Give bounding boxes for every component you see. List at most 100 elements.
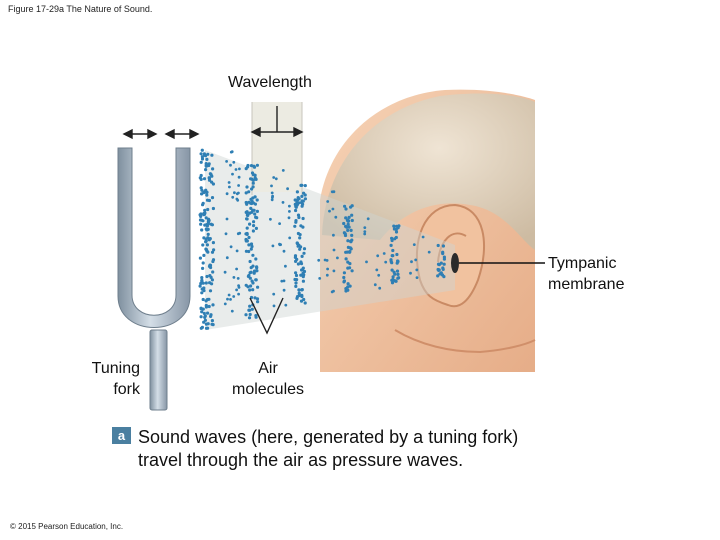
- air-molecule-dot: [438, 272, 442, 276]
- air-molecule-dot: [294, 205, 298, 209]
- air-molecule-dot: [395, 269, 400, 273]
- air-molecule-dot: [237, 191, 240, 195]
- air-molecule-dot: [287, 216, 291, 220]
- air-molecule-dot: [211, 206, 215, 211]
- tympanic-label-line-2: membrane: [548, 276, 625, 293]
- air-molecule-dot: [247, 190, 251, 194]
- air-molecule-dot: [211, 167, 215, 171]
- air-molecule-dot: [209, 314, 213, 318]
- fork-label-line-2: fork: [113, 381, 140, 398]
- air-molecule-dot: [332, 233, 335, 237]
- air-molecule-dot: [248, 288, 252, 292]
- air-molecule-dot: [301, 271, 305, 275]
- air-molecule-dot: [248, 259, 252, 264]
- air-molecule-dot: [203, 190, 207, 194]
- air-molecule-dot: [348, 266, 352, 270]
- air-molecule-dot: [295, 241, 299, 245]
- air-molecule-dot: [246, 285, 250, 289]
- air-molecule-dot: [244, 210, 248, 214]
- air-molecule-dot: [253, 296, 257, 300]
- air-molecule-dot: [237, 286, 241, 289]
- air-molecule-dot: [392, 224, 396, 228]
- air-molecule-dot: [344, 257, 348, 261]
- air-molecule-dot: [250, 244, 254, 249]
- air-molecule-dot: [199, 307, 203, 311]
- air-molecule-dot: [441, 267, 445, 271]
- air-molecule-dot: [296, 202, 300, 206]
- air-molecule-dot: [200, 155, 204, 159]
- air-molecule-dot: [248, 222, 252, 226]
- air-molecule-dot: [204, 240, 208, 244]
- air-molecule-dot: [334, 215, 338, 219]
- air-molecule-dot: [366, 217, 370, 221]
- air-molecule-dot: [384, 260, 388, 264]
- air-molecule-dot: [206, 217, 211, 221]
- air-molecule-dot: [204, 326, 209, 330]
- air-molecule-dot: [199, 315, 203, 319]
- air-molecule-dot: [294, 271, 298, 275]
- air-molecule-dot: [248, 211, 252, 215]
- air-molecule-dot: [442, 275, 446, 279]
- air-molecule-dot: [282, 249, 286, 253]
- air-molecule-dot: [297, 291, 301, 295]
- air-molecule-dot: [272, 304, 276, 308]
- air-molecule-dot: [298, 247, 302, 251]
- air-molecule-dot: [235, 249, 239, 253]
- air-molecule-dot: [442, 257, 446, 261]
- air-molecule-dot: [272, 176, 276, 179]
- air-molecule-dot: [328, 209, 331, 213]
- air-molecule-dot: [302, 251, 306, 255]
- air-molecule-dot: [209, 275, 213, 279]
- air-molecule-dot: [375, 268, 379, 272]
- air-molecule-dot: [255, 265, 259, 269]
- air-molecule-dot: [390, 281, 395, 285]
- air-molecule-dot: [245, 226, 249, 230]
- air-molecule-dot: [206, 232, 210, 236]
- air-molecule-dot: [210, 322, 214, 326]
- air-molecule-dot: [202, 286, 206, 290]
- air-molecule-dot: [391, 277, 395, 282]
- tuning-fork-label: Tuning fork: [60, 358, 140, 400]
- air-molecule-dot: [247, 243, 251, 247]
- fork-label-line-1: Tuning: [91, 360, 140, 377]
- air-molecule-dot: [202, 253, 206, 257]
- air-label-line-1: Air: [258, 360, 278, 377]
- air-molecule-dot: [441, 250, 445, 254]
- air-molecule-dot: [278, 222, 281, 226]
- air-molecule-dot: [249, 177, 253, 181]
- air-molecule-dot: [208, 289, 213, 293]
- air-molecule-dot: [199, 326, 203, 330]
- air-molecule-dot: [205, 198, 210, 202]
- air-molecule-dot: [204, 168, 208, 172]
- air-molecule-dot: [300, 288, 304, 292]
- air-molecule-dot: [346, 288, 350, 292]
- vibration-arrows: [122, 128, 200, 140]
- air-molecule-dot: [200, 278, 204, 282]
- air-molecule-dot: [303, 197, 307, 201]
- air-molecule-dot: [250, 307, 254, 311]
- air-molecule-dot: [251, 208, 255, 212]
- air-molecule-dot: [332, 289, 335, 293]
- air-molecule-dot: [396, 276, 400, 280]
- air-molecule-dot: [302, 297, 306, 302]
- air-molecule-dot: [200, 228, 204, 232]
- air-molecule-dot: [296, 213, 301, 217]
- air-molecule-dot: [390, 268, 394, 272]
- air-molecule-dot: [230, 150, 234, 154]
- air-molecule-dot: [229, 245, 233, 249]
- air-molecule-dot: [349, 240, 353, 244]
- air-molecule-dot: [299, 260, 303, 264]
- air-molecule-dot: [203, 223, 207, 227]
- air-molecule-dot: [342, 271, 346, 275]
- air-molecule-dot: [223, 302, 227, 306]
- tuning-fork: [117, 147, 191, 411]
- air-molecule-dot: [300, 194, 304, 198]
- air-molecule-dot: [229, 298, 232, 301]
- air-molecule-dot: [391, 248, 395, 253]
- figure-title: Figure 17-29a The Nature of Sound.: [8, 4, 153, 14]
- air-molecule-dot: [228, 185, 231, 189]
- air-molecule-dot: [436, 243, 440, 248]
- air-molecule-dot: [326, 200, 330, 203]
- air-molecule-dot: [198, 256, 202, 260]
